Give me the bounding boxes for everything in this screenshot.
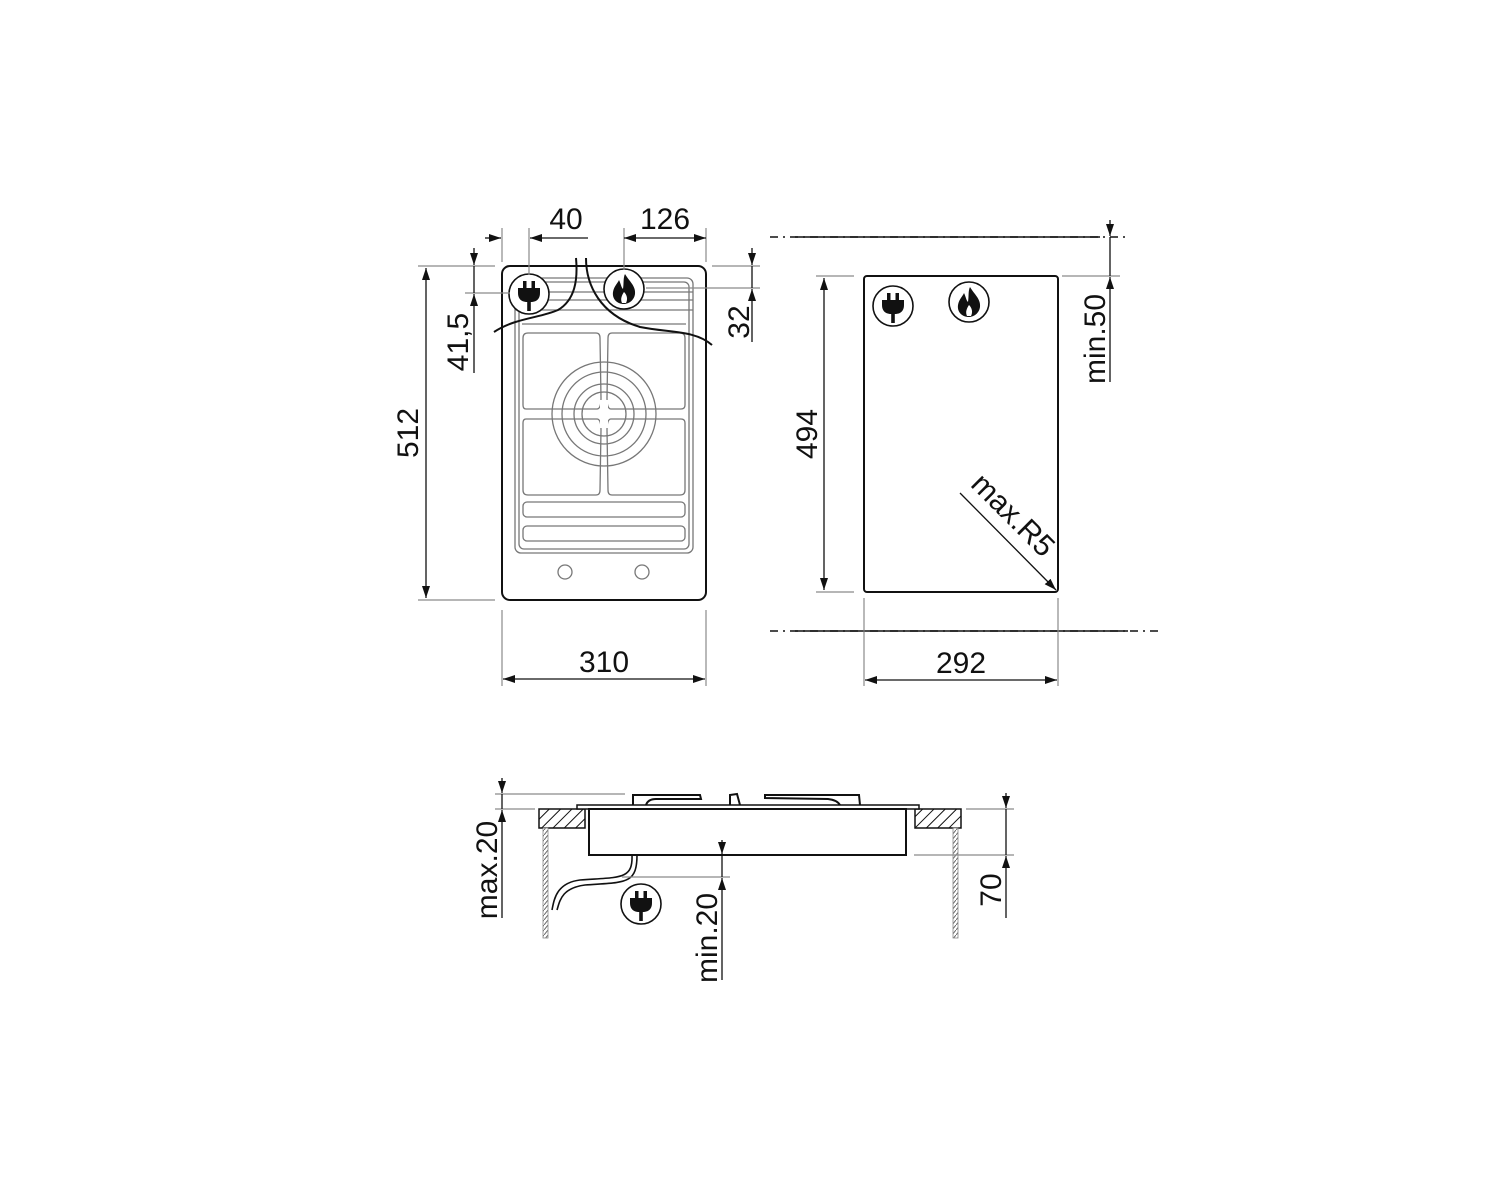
cutout-view: 494 min.50 max.R5 292 <box>770 220 1158 686</box>
knob-left <box>557 564 573 580</box>
hob-outline <box>501 265 707 601</box>
dim-cutout-width: 292 <box>936 647 986 680</box>
dim-cutout-depth: 494 <box>791 409 824 459</box>
worktop-right <box>914 808 962 829</box>
gas-flame-icon <box>603 268 645 310</box>
dim-gas-offset-x: 126 <box>640 203 690 236</box>
dim-corner-radius: max.R5 <box>965 467 1061 563</box>
dim-bottom-clearance: min.20 <box>691 893 724 983</box>
worktop-left <box>538 808 586 829</box>
dim-gas-offset-y: 32 <box>723 305 756 338</box>
dim-plug-offset-x: 40 <box>549 203 582 236</box>
knob-right <box>634 564 650 580</box>
gas-flame-icon <box>948 281 990 323</box>
dim-width: 310 <box>579 646 629 679</box>
electric-plug-icon <box>508 273 550 315</box>
top-view: 40 126 512 41,5 32 310 <box>392 203 760 686</box>
dim-depth: 512 <box>392 408 425 458</box>
electric-plug-icon <box>872 285 914 327</box>
dim-rear-clearance: min.50 <box>1079 294 1112 384</box>
pan-support-grate <box>522 332 686 496</box>
side-view: max.20 min.20 70 <box>471 778 1014 983</box>
cutout-outline <box>863 275 1059 593</box>
hob-body-section <box>588 808 907 856</box>
dim-worktop-thickness: max.20 <box>471 821 504 919</box>
dim-plug-offset-y: 41,5 <box>442 313 475 371</box>
dim-built-in-height: 70 <box>975 873 1008 906</box>
electric-plug-icon <box>620 883 662 925</box>
